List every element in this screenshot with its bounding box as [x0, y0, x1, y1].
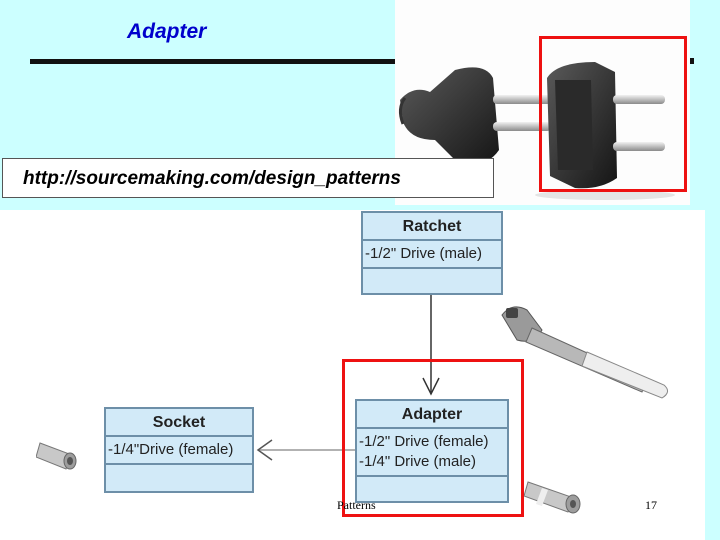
adapter-class-name: Adapter — [357, 401, 507, 429]
socket-icon — [36, 442, 77, 470]
ratchet-wrench-icon — [501, 306, 668, 399]
source-url[interactable]: http://sourcemaking.com/design_patterns — [23, 168, 401, 189]
adapter-photo-highlight — [539, 36, 687, 192]
socket-class: Socket -1/4"Drive (female) — [104, 407, 254, 493]
socket-attribute: -1/4"Drive (female) — [108, 441, 234, 458]
adapter-class: Adapter -1/2" Drive (female) -1/4" Drive… — [355, 399, 509, 503]
ratchet-class-name: Ratchet — [363, 213, 501, 241]
adapter-attributes: -1/2" Drive (female) -1/4" Drive (male) — [357, 429, 507, 477]
socket-icon — [524, 481, 581, 514]
adapter-class-highlight — [342, 359, 524, 517]
ratchet-class: Ratchet -1/2" Drive (male) — [361, 211, 503, 295]
page-number: 17 — [645, 498, 657, 512]
ratchet-attributes: -1/2" Drive (male) — [363, 241, 501, 269]
plug-adapter-icon — [547, 62, 665, 189]
slide-footer: Patterns — [337, 498, 376, 512]
association-arrowhead — [256, 439, 273, 461]
slide-title: Adapter — [127, 20, 207, 43]
title-underline-end — [688, 58, 694, 64]
dependency-arrowhead — [422, 377, 440, 396]
power-plug-icon — [398, 67, 551, 166]
socket-attributes: -1/4"Drive (female) — [106, 437, 252, 465]
adapter-attribute: -1/2" Drive (female) — [359, 433, 489, 450]
ratchet-attribute: -1/2" Drive (male) — [365, 245, 483, 262]
socket-class-name: Socket — [106, 409, 252, 437]
adapter-attribute: -1/4" Drive (male) — [359, 453, 477, 470]
url-box: http://sourcemaking.com/design_patterns — [2, 158, 494, 198]
title-underline — [30, 59, 692, 64]
